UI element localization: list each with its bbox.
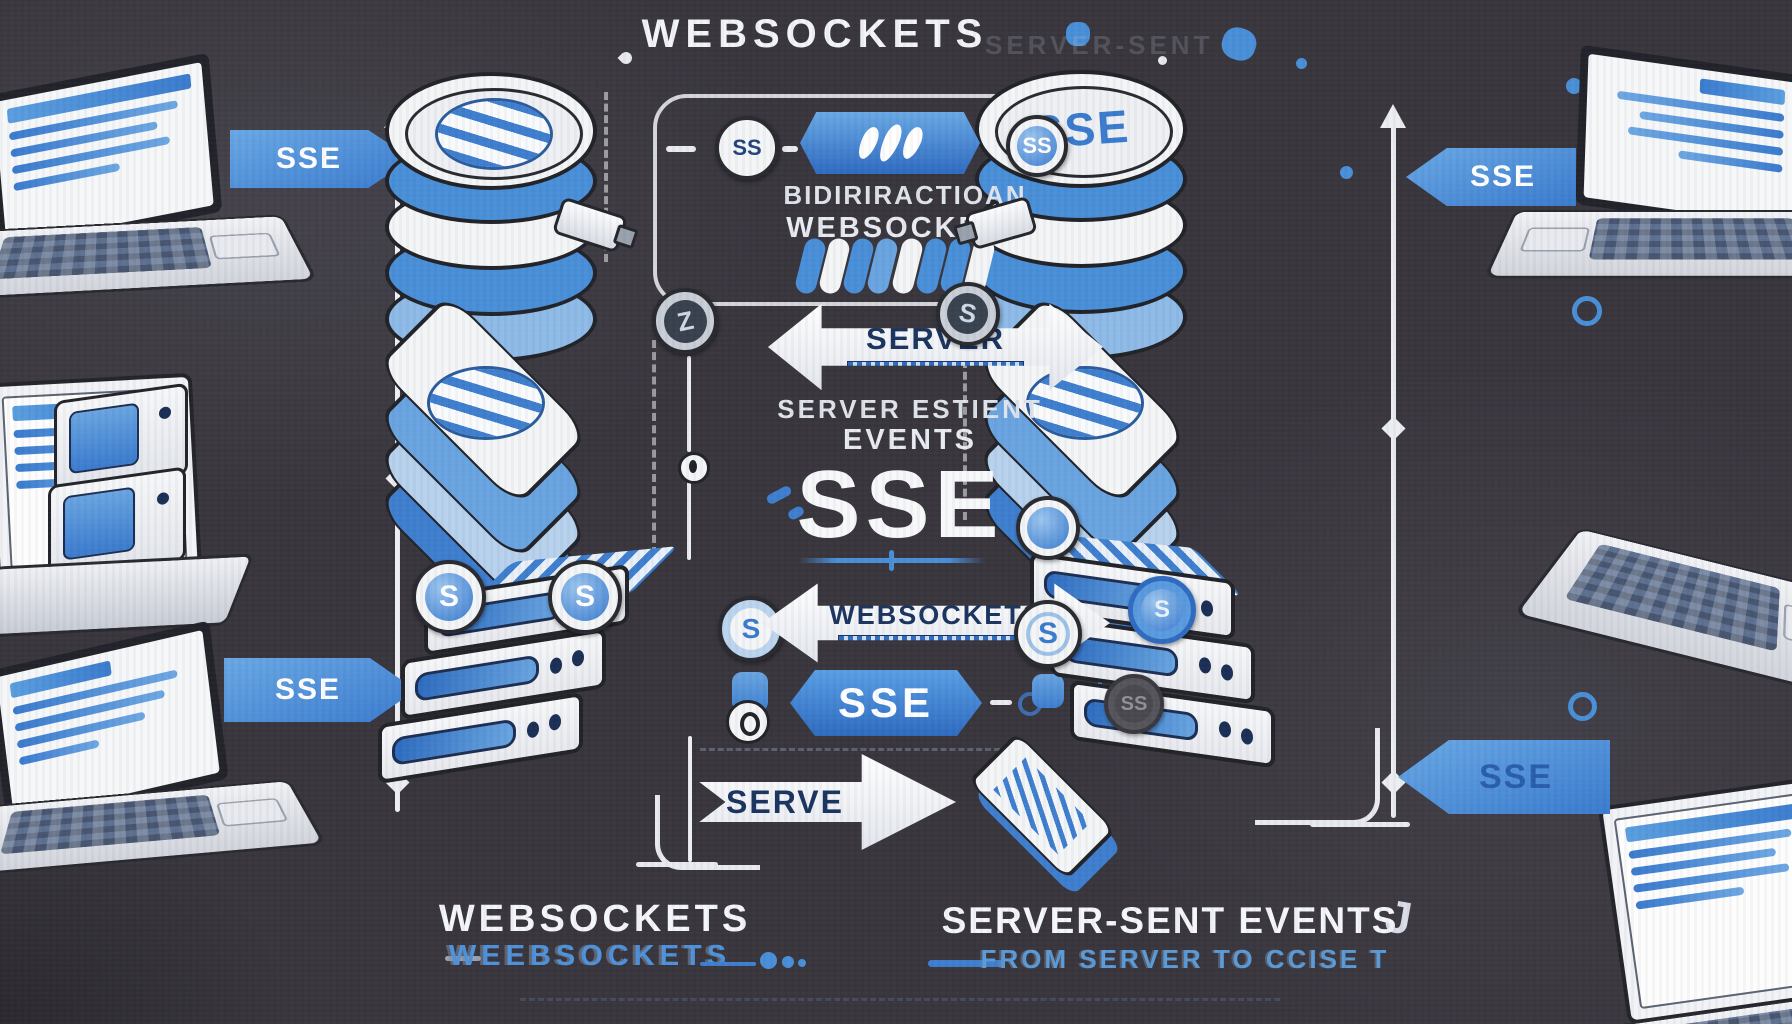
keyboard-icon	[1511, 527, 1792, 718]
badge-glyph: S	[741, 613, 761, 644]
laptop-icon	[0, 52, 319, 340]
socket-badge-icon: S	[412, 560, 486, 634]
bidirectional-caption-line1: BIDIRIRACTIOAN	[783, 180, 1027, 210]
dash	[445, 956, 481, 961]
dashed-line	[520, 998, 1280, 1001]
dot-icon	[1566, 78, 1582, 94]
page-title: WEBSOCKETS	[641, 12, 989, 56]
websockets-label: WEBSOCKETS	[438, 898, 752, 940]
dashed-line	[700, 748, 1000, 751]
diamond-node-icon	[1381, 770, 1406, 795]
sphere-badge-icon	[1016, 496, 1080, 560]
laptop-screen	[1575, 44, 1792, 236]
blue-line	[700, 962, 756, 966]
swirl-logo-icon	[427, 366, 545, 440]
button-badge-icon: S	[1128, 576, 1196, 644]
connector-line	[636, 862, 718, 867]
diamond-node-icon	[1381, 416, 1406, 441]
up-arrowhead-icon	[1380, 104, 1406, 128]
ss-badge-icon: SS	[715, 116, 779, 180]
monitor-icon	[1565, 775, 1792, 1024]
ghost-title: SERVER-SENT	[985, 30, 1214, 60]
dash	[666, 146, 696, 152]
connector-line	[687, 356, 691, 452]
coin-badge-icon: SS	[1104, 674, 1164, 734]
sse-big-label: SSE	[796, 451, 1004, 558]
badge-glyph: SS	[1120, 692, 1148, 715]
sse-arrow-right-top: SSE	[1406, 148, 1576, 206]
sse-caption-line1: SERVER ESTIENT	[777, 394, 1043, 424]
sse-label: SERVER-SENT EVENTS	[941, 900, 1399, 941]
dot-icon	[1217, 23, 1261, 65]
badge-glyph: S	[1153, 596, 1170, 623]
sse-sublabel: FROM SERVER TO CCISE T	[980, 944, 1390, 974]
socket-badge-icon: S	[548, 560, 622, 634]
divider-tick	[889, 550, 894, 571]
badge-glyph: Z	[673, 304, 696, 337]
layer-stack-icon	[974, 292, 1190, 648]
sse-pill: SSE	[790, 670, 982, 736]
dashed-line	[652, 340, 656, 555]
badge-glyph: SS	[732, 135, 762, 160]
websockets-sublabel: WEEBSOCKETS	[448, 940, 732, 972]
ss-badge-icon: SS	[1006, 115, 1068, 177]
connector-line	[1255, 728, 1380, 825]
layer-stack-icon	[375, 292, 591, 648]
badge-glyph: S	[438, 579, 459, 613]
dot-icon	[798, 959, 806, 967]
connector-line	[1310, 822, 1410, 827]
wave-mark-icon	[854, 124, 882, 162]
workstation-icon	[0, 372, 255, 639]
dot-icon	[1340, 166, 1353, 179]
ring-icon	[1568, 692, 1597, 721]
connector-line	[687, 482, 691, 560]
connector-line	[655, 795, 760, 870]
bracket-glyph: J	[1381, 889, 1416, 945]
badge-glyph: S	[956, 297, 980, 330]
laptop-keyboard	[1483, 210, 1792, 279]
connector-line	[688, 736, 692, 862]
sse-arrow-left-bottom: SSE	[224, 658, 416, 722]
socket-badge-icon: S	[1014, 600, 1082, 668]
wave-mark-icon	[898, 124, 926, 162]
hatch-strip	[837, 634, 1035, 647]
websocket-hexagon-icon	[800, 112, 980, 174]
node-ring-icon	[678, 452, 710, 484]
blue-underline	[928, 960, 1004, 967]
dot-icon	[782, 956, 794, 968]
serve-arrow-label: SERVE	[726, 783, 844, 820]
badge-glyph: SS	[1022, 132, 1052, 158]
badge-glyph: S	[574, 579, 595, 613]
blue-key-icon	[1032, 674, 1064, 708]
database-stack-icon	[385, 72, 597, 382]
badge-glyph: S	[1037, 616, 1058, 650]
dash	[782, 146, 798, 152]
node-ring-icon	[726, 700, 770, 744]
dot-icon	[760, 952, 777, 969]
swirl-logo-icon	[435, 98, 553, 170]
dot-icon	[1066, 22, 1090, 46]
wave-mark-icon	[875, 121, 905, 165]
vertical-line	[1391, 126, 1396, 818]
dot-icon	[1296, 58, 1307, 69]
laptop-keyboard	[0, 214, 319, 301]
dashed-line	[604, 92, 608, 262]
ring-icon	[1572, 296, 1602, 326]
sse-arrow-left-top: SSE	[230, 130, 412, 188]
swirl-badge-icon: S	[936, 282, 1000, 346]
dot-icon	[1158, 56, 1167, 65]
sse-arrow-right-bottom: SSE	[1398, 740, 1610, 814]
dashed-line	[963, 360, 967, 520]
sse-caption-line2: EVENTS	[842, 424, 978, 456]
dash	[990, 700, 1012, 705]
swirl-logo-icon	[1026, 366, 1144, 440]
swirl-badge-icon: Z	[652, 288, 718, 354]
desk-icon	[0, 553, 255, 639]
